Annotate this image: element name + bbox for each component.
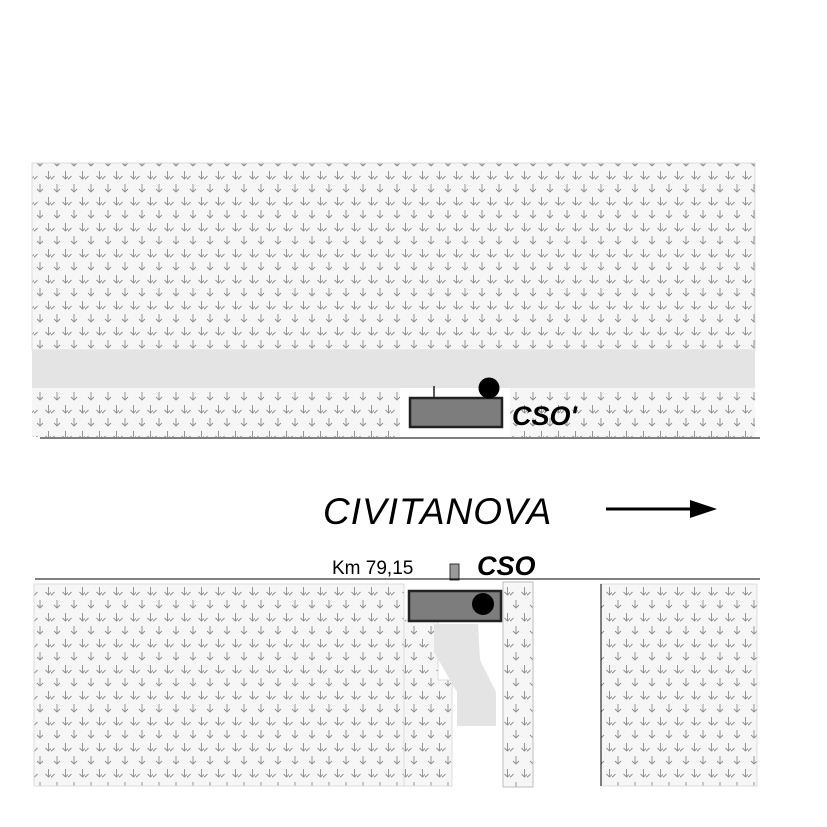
north-area: CSO' (31, 162, 760, 439)
service-building-north (408, 396, 504, 429)
station-label-north: CSO' (512, 401, 579, 431)
station-dot-north-icon (478, 377, 500, 399)
vegetation-south-right (600, 583, 758, 787)
arrow-right-icon (606, 500, 717, 518)
vegetation-north-main (31, 162, 756, 351)
access-ramp-south (434, 624, 496, 726)
km-milestone-icon (449, 563, 460, 581)
km-marker-label: Km 79,15 (332, 558, 413, 579)
paved-road-north (32, 350, 755, 388)
vegetation-north-strip-left (32, 388, 400, 437)
vegetation-south-median (502, 581, 534, 788)
direction-label: CIVITANOVA (323, 491, 552, 532)
vegetation-south-left (33, 583, 405, 787)
vegetation-north-strip-right (510, 388, 755, 437)
station-dot-south-icon (472, 593, 494, 615)
station-label-south: CSO (477, 551, 536, 581)
south-area: Km 79,15 CSO (33, 551, 760, 788)
